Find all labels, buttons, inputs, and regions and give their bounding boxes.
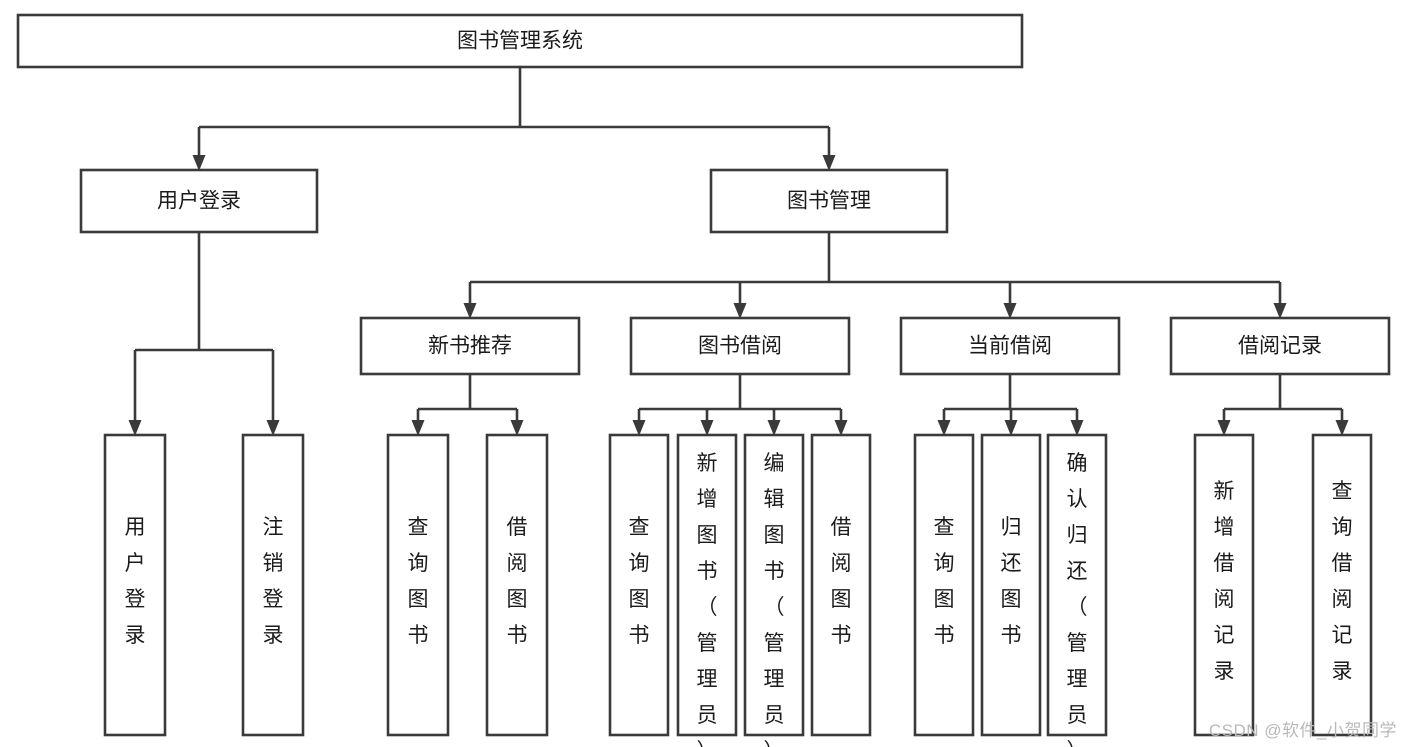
node-leaf-borrow-book-1[interactable]: 借阅图书 xyxy=(485,433,549,737)
arrow-head-leaf-add-book-admin xyxy=(700,420,714,436)
node-box-leaf-add-book-admin xyxy=(676,433,738,737)
node-leaf-edit-book-admin[interactable]: 编辑图书（管理员） xyxy=(743,433,805,747)
node-box-leaf-add-borrow-record xyxy=(1193,433,1255,737)
node-label-leaf-confirm-return-admin: 确认归还（管理员） xyxy=(1067,452,1088,747)
node-box-book-borrow xyxy=(629,316,851,376)
node-label-leaf-query-borrow-record: 查询借阅记录 xyxy=(1332,480,1353,683)
arrow-head-leaf-user-login xyxy=(128,420,142,436)
arrow-head-leaf-logout-login xyxy=(266,420,280,436)
node-box-leaf-borrow-book-2 xyxy=(810,433,872,737)
node-leaf-add-book-admin[interactable]: 新增图书（管理员） xyxy=(676,433,738,747)
arrow-head-user-login xyxy=(192,155,206,171)
arrow-head-borrow-record xyxy=(1273,303,1287,319)
arrow-head-leaf-borrow-book-2 xyxy=(834,420,848,436)
node-leaf-query-book-1[interactable]: 查询图书 xyxy=(386,433,450,737)
arrow-head-leaf-confirm-return-admin xyxy=(1070,420,1084,436)
node-label-borrow-record: 借阅记录 xyxy=(1238,335,1322,358)
node-leaf-query-book-3[interactable]: 查询图书 xyxy=(913,433,975,737)
node-box-leaf-query-borrow-record xyxy=(1311,433,1373,737)
node-label-leaf-add-book-admin: 新增图书（管理员） xyxy=(697,452,718,747)
node-label-leaf-return-book: 归还图书 xyxy=(1001,516,1022,647)
node-box-leaf-query-book-3 xyxy=(913,433,975,737)
node-layer: 图书管理系统用户登录图书管理新书推荐图书借阅当前借阅借阅记录用户登录注销登录查询… xyxy=(16,13,1391,747)
node-leaf-confirm-return-admin[interactable]: 确认归还（管理员） xyxy=(1046,433,1108,747)
node-label-current-borrow: 当前借阅 xyxy=(968,335,1052,358)
node-root[interactable]: 图书管理系统 xyxy=(16,13,1024,69)
node-label-leaf-add-borrow-record: 新增借阅记录 xyxy=(1214,480,1235,683)
node-label-leaf-query-book-1: 查询图书 xyxy=(408,516,429,647)
node-new-book-recommend[interactable]: 新书推荐 xyxy=(359,316,581,376)
arrow-head-current-borrow xyxy=(1003,303,1017,319)
node-box-leaf-user-login xyxy=(103,433,167,737)
node-box-new-book-recommend xyxy=(359,316,581,376)
arrow-head-leaf-edit-book-admin xyxy=(767,420,781,436)
node-leaf-add-borrow-record[interactable]: 新增借阅记录 xyxy=(1193,433,1255,737)
node-label-leaf-query-book-2: 查询图书 xyxy=(629,516,650,647)
node-box-book-management xyxy=(709,168,949,234)
arrow-head-leaf-query-book-3 xyxy=(937,420,951,436)
arrow-head-leaf-query-borrow-record xyxy=(1335,420,1349,436)
node-box-root xyxy=(16,13,1024,69)
arrow-head-new-book-recommend xyxy=(463,303,477,319)
node-book-management[interactable]: 图书管理 xyxy=(709,168,949,234)
node-book-borrow[interactable]: 图书借阅 xyxy=(629,316,851,376)
node-box-current-borrow xyxy=(899,316,1121,376)
node-borrow-record[interactable]: 借阅记录 xyxy=(1169,316,1391,376)
node-box-user-login xyxy=(79,168,319,234)
node-label-book-management: 图书管理 xyxy=(787,190,871,213)
arrow-head-book-borrow xyxy=(733,303,747,319)
node-label-leaf-borrow-book-2: 借阅图书 xyxy=(831,516,852,647)
node-user-login[interactable]: 用户登录 xyxy=(79,168,319,234)
node-label-leaf-user-login: 用户登录 xyxy=(125,516,146,647)
node-label-user-login: 用户登录 xyxy=(157,190,241,213)
node-box-leaf-borrow-book-1 xyxy=(485,433,549,737)
arrow-head-leaf-query-book-2 xyxy=(632,420,646,436)
node-label-leaf-logout-login: 注销登录 xyxy=(263,516,284,647)
node-label-leaf-borrow-book-1: 借阅图书 xyxy=(507,516,528,647)
node-box-leaf-return-book xyxy=(980,433,1042,737)
node-label-book-borrow: 图书借阅 xyxy=(698,335,782,358)
arrow-head-leaf-add-borrow-record xyxy=(1217,420,1231,436)
node-current-borrow[interactable]: 当前借阅 xyxy=(899,316,1121,376)
arrow-head-leaf-borrow-book-1 xyxy=(510,420,524,436)
node-leaf-logout-login[interactable]: 注销登录 xyxy=(241,433,305,737)
node-box-borrow-record xyxy=(1169,316,1391,376)
node-label-root: 图书管理系统 xyxy=(457,30,583,53)
node-leaf-return-book[interactable]: 归还图书 xyxy=(980,433,1042,737)
node-leaf-query-book-2[interactable]: 查询图书 xyxy=(608,433,670,737)
arrow-head-book-management xyxy=(822,155,836,171)
node-box-leaf-edit-book-admin xyxy=(743,433,805,737)
node-label-leaf-query-book-3: 查询图书 xyxy=(934,516,955,647)
connector-layer xyxy=(128,67,1349,436)
node-label-leaf-edit-book-admin: 编辑图书（管理员） xyxy=(764,452,785,747)
node-box-leaf-confirm-return-admin xyxy=(1046,433,1108,737)
arrow-head-leaf-return-book xyxy=(1004,420,1018,436)
node-box-leaf-query-book-2 xyxy=(608,433,670,737)
node-leaf-borrow-book-2[interactable]: 借阅图书 xyxy=(810,433,872,737)
node-label-new-book-recommend: 新书推荐 xyxy=(428,335,512,358)
node-box-leaf-logout-login xyxy=(241,433,305,737)
node-leaf-user-login[interactable]: 用户登录 xyxy=(103,433,167,737)
node-leaf-query-borrow-record[interactable]: 查询借阅记录 xyxy=(1311,433,1373,737)
node-box-leaf-query-book-1 xyxy=(386,433,450,737)
arrow-head-leaf-query-book-1 xyxy=(411,420,425,436)
